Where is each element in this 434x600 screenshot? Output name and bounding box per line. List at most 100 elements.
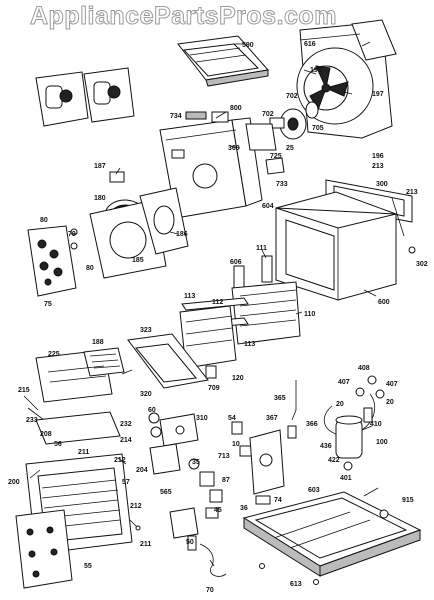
callout-211: 211: [78, 449, 89, 456]
callout-204: 204: [136, 467, 148, 474]
part-613-screws[interactable]: [259, 563, 319, 585]
part-367-compressor-mount[interactable]: [249, 429, 285, 505]
part-604-partition[interactable]: [159, 111, 263, 219]
callout-75: 75: [44, 301, 52, 308]
part-320-drain-pan[interactable]: [127, 333, 209, 389]
part-111-brace[interactable]: [261, 255, 273, 283]
callout-74: 74: [274, 497, 282, 504]
part-915-grommet[interactable]: [379, 509, 389, 519]
part-408-fittings[interactable]: [355, 375, 385, 399]
watermark: AppliancePartsPros.com: [30, 2, 337, 31]
callout-367: 367: [266, 415, 278, 422]
callout-200: 200: [8, 479, 20, 486]
callout-20: 20: [336, 401, 344, 408]
part-208-rail[interactable]: [35, 411, 121, 445]
part-70-cord[interactable]: [199, 543, 227, 577]
callout-410: 410: [370, 421, 382, 428]
callout-725: 725: [270, 153, 282, 160]
part-590-panel[interactable]: [177, 35, 269, 87]
callout-211: 211: [140, 541, 151, 548]
callout-185: 185: [132, 257, 144, 264]
callout-214: 214: [120, 437, 132, 444]
part-211-screws[interactable]: [117, 457, 141, 531]
callout-603: 603: [308, 487, 320, 494]
part-705-fan-motor[interactable]: [269, 101, 319, 140]
callout-408: 408: [358, 365, 370, 372]
callout-196: 196: [372, 153, 384, 160]
part-215-spring[interactable]: [23, 395, 45, 421]
callout-113: 113: [244, 341, 255, 348]
callout-915: 915: [402, 497, 414, 504]
callout-436: 436: [320, 443, 332, 450]
part-120-evaporator[interactable]: [179, 305, 237, 369]
callout-713: 713: [218, 453, 230, 460]
part-110-condenser[interactable]: [231, 281, 301, 345]
part-186-housing[interactable]: [139, 187, 189, 255]
part-565-module[interactable]: [169, 507, 199, 539]
callout-180: 180: [94, 195, 106, 202]
callout-187: 187: [94, 163, 106, 170]
part-603-base-pan[interactable]: [242, 491, 422, 577]
callout-702: 702: [262, 111, 274, 118]
callout-100: 100: [376, 439, 388, 446]
callout-labels: 590 616 190 197 702 702 705 25 196 800 7…: [8, 41, 428, 594]
callout-733: 733: [276, 181, 288, 188]
callout-616: 616: [304, 41, 316, 48]
callout-113: 113: [184, 293, 195, 300]
callout-401: 401: [340, 475, 352, 482]
callout-50: 50: [186, 539, 194, 546]
callout-702: 702: [286, 93, 298, 100]
callout-36: 36: [240, 505, 248, 512]
callout-212: 212: [130, 503, 142, 510]
callout-604: 604: [262, 203, 274, 210]
callout-360: 360: [228, 145, 240, 152]
callout-422: 422: [328, 457, 340, 464]
part-310-control-bracket[interactable]: [159, 413, 199, 447]
part-55-filter[interactable]: [15, 509, 73, 589]
part-365-tube[interactable]: [287, 380, 297, 439]
callout-734: 734: [170, 113, 182, 120]
part-204-switch[interactable]: [149, 443, 181, 475]
callout-80: 80: [40, 217, 48, 224]
part-54-relay[interactable]: [231, 421, 253, 457]
callout-20: 20: [386, 399, 394, 406]
part-87-thermostat[interactable]: [188, 458, 223, 519]
callout-709: 709: [208, 385, 220, 392]
callout-365: 365: [274, 395, 286, 402]
callout-197: 197: [372, 91, 384, 98]
callout-600: 600: [378, 299, 390, 306]
part-225-louver[interactable]: [35, 347, 125, 403]
callout-120: 120: [232, 375, 244, 382]
part-302-screw[interactable]: [408, 246, 416, 254]
callout-54: 54: [228, 415, 236, 422]
callout-613: 613: [290, 581, 302, 588]
callout-79: 79: [68, 231, 76, 238]
part-187-clip[interactable]: [109, 171, 125, 183]
compressor-icon[interactable]: [35, 67, 135, 127]
callout-190: 190: [310, 67, 322, 74]
part-600-cabinet[interactable]: [275, 191, 397, 301]
part-100-compressor[interactable]: [323, 393, 376, 471]
callout-225: 225: [48, 351, 60, 358]
callout-80: 80: [86, 265, 94, 272]
callout-366: 366: [306, 421, 318, 428]
callout-186: 186: [176, 231, 188, 238]
callout-60: 60: [148, 407, 156, 414]
callout-188: 188: [92, 339, 104, 346]
callout-320: 320: [140, 391, 152, 398]
callout-57: 57: [122, 479, 130, 486]
part-60-knobs[interactable]: [148, 412, 162, 438]
callout-56: 56: [54, 441, 62, 448]
part-50-capacitor[interactable]: [187, 535, 197, 551]
callout-213: 213: [372, 163, 384, 170]
part-709-clip[interactable]: [205, 365, 217, 379]
part-725-bracket[interactable]: [245, 123, 285, 175]
callout-606: 606: [230, 259, 242, 266]
callout-208: 208: [40, 431, 52, 438]
part-75-control-box[interactable]: [27, 225, 78, 297]
callout-213: 213: [406, 189, 418, 196]
callout-705: 705: [312, 125, 324, 132]
callout-310: 310: [196, 415, 208, 422]
callout-565: 565: [160, 489, 172, 496]
